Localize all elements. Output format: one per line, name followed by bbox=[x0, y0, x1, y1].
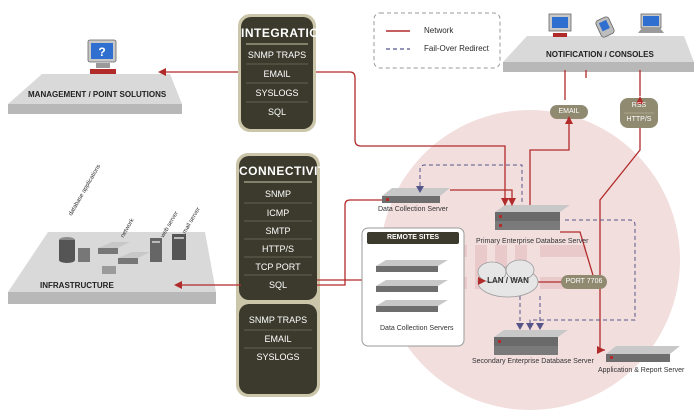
arrowheads bbox=[158, 68, 644, 354]
rss-pill-label: RSS bbox=[631, 102, 647, 109]
connectivity-lower-snmp-traps: SNMP TRAPS bbox=[248, 315, 308, 325]
integration-item-sql: SQL bbox=[267, 107, 286, 117]
desktop-icon bbox=[548, 13, 572, 37]
connectivity-item-tcp-port: TCP PORT bbox=[255, 262, 301, 272]
connectivity-title: CONNECTIVITY bbox=[239, 164, 335, 178]
network-switch-icon bbox=[98, 242, 150, 274]
database-icon bbox=[59, 237, 90, 263]
email-pill bbox=[550, 105, 588, 119]
connectivity-item-https: HTTP/S bbox=[261, 244, 294, 254]
remote-server-2 bbox=[376, 280, 448, 292]
https-pill-label: HTTP/S bbox=[626, 116, 652, 123]
pda-icon bbox=[595, 16, 615, 38]
app-report-server-label: Application & Report Server bbox=[598, 367, 685, 374]
management-platform bbox=[8, 74, 182, 114]
remote-server-3 bbox=[376, 300, 448, 312]
integration-item-snmp-traps: SNMP TRAPS bbox=[247, 50, 307, 60]
remote-sites-title: REMOTE SITES bbox=[386, 234, 440, 241]
connectivity-lower-email: EMAIL bbox=[264, 334, 292, 344]
legend-network-label: Network bbox=[424, 26, 454, 35]
data-collection-server-label: Data Collection Server bbox=[378, 206, 449, 213]
connectivity-item-icmp: ICMP bbox=[266, 208, 290, 218]
port-pill-label: PORT 7706 bbox=[565, 278, 603, 285]
connectivity-item-snmp: SNMP bbox=[264, 189, 291, 199]
legend-failover-label: Fail-Over Redirect bbox=[424, 44, 489, 53]
connectivity-lower-syslogs: SYSLOGS bbox=[256, 352, 300, 362]
rack-server-icon bbox=[382, 188, 450, 203]
lan-wan-label: LAN / WAN bbox=[487, 276, 529, 285]
laptop-icon bbox=[638, 13, 664, 33]
email-pill-label: EMAIL bbox=[558, 108, 580, 115]
connectivity-panel bbox=[236, 153, 320, 397]
connectivity-item-sql: SQL bbox=[268, 280, 287, 290]
app-report-server bbox=[606, 346, 680, 362]
integration-item-email: EMAIL bbox=[263, 69, 291, 79]
primary-db-server bbox=[495, 205, 570, 230]
management-label: MANAGEMENT / POINT SOLUTIONS bbox=[28, 90, 167, 99]
rss-pill bbox=[620, 98, 658, 128]
infrastructure-label: INFRASTRUCTURE bbox=[40, 281, 114, 290]
server-tower-icon bbox=[150, 238, 162, 262]
port-pill bbox=[561, 275, 607, 289]
primary-db-server-label: Primary Enterprise Database Server bbox=[476, 238, 589, 245]
legend-box bbox=[373, 12, 501, 69]
secondary-db-server-label: Secondary Enterprise Database Server bbox=[472, 358, 594, 365]
remote-sites-caption: Data Collection Servers bbox=[380, 325, 454, 332]
notification-label: NOTIFICATION / CONSOLES bbox=[546, 50, 654, 59]
secondary-db-server bbox=[494, 330, 568, 355]
svg-text:?: ? bbox=[98, 45, 105, 59]
mail-server-tower-icon bbox=[172, 234, 186, 260]
integration-title: INTEGRATION bbox=[241, 26, 329, 40]
cloud-icon bbox=[477, 259, 539, 298]
integration-panel bbox=[238, 14, 316, 132]
integration-item-syslogs: SYSLOGS bbox=[255, 88, 299, 98]
notification-platform bbox=[503, 36, 694, 72]
failover-arrowheads bbox=[416, 186, 544, 330]
help-monitor-icon: ? bbox=[87, 39, 117, 74]
connectivity-item-smtp: SMTP bbox=[265, 226, 291, 236]
remote-server-1 bbox=[376, 260, 448, 272]
